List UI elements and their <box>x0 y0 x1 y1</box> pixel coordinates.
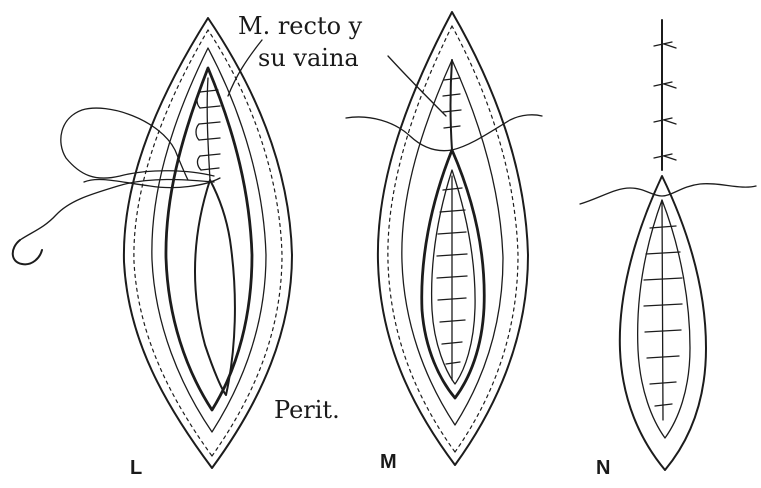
label-panel-l: L <box>130 457 142 479</box>
panel-n-lower-stitches <box>644 200 682 420</box>
label-panel-n: N <box>596 457 610 479</box>
panel-l-suture-thread-2 <box>20 180 214 241</box>
panel-n-incision <box>580 20 756 470</box>
panel-m-peritoneum <box>422 150 484 398</box>
panel-m-incision <box>346 12 542 465</box>
panel-l-incision <box>13 18 292 468</box>
panel-l-needle <box>13 240 42 264</box>
panel-l-peritoneum-seam <box>207 78 210 180</box>
panel-l-peritoneum-opening <box>195 180 235 395</box>
label-perit: Perit. <box>274 396 340 424</box>
panel-m-suture-thread <box>346 115 542 151</box>
panel-n-inner-edge <box>638 200 690 438</box>
rectus-leader-line <box>228 40 262 96</box>
panel-m-rectus-seam <box>451 60 453 150</box>
panel-n-upper-stitches <box>654 42 676 160</box>
rectus-leader-line-2 <box>388 56 446 116</box>
panel-m-upper-stitches <box>443 78 461 128</box>
label-rectus: M. recto y <box>238 12 363 40</box>
panel-m-outer-edge-shading <box>388 26 455 452</box>
label-panel-m: M <box>380 451 397 473</box>
label-sheath: su vaina <box>258 44 359 72</box>
